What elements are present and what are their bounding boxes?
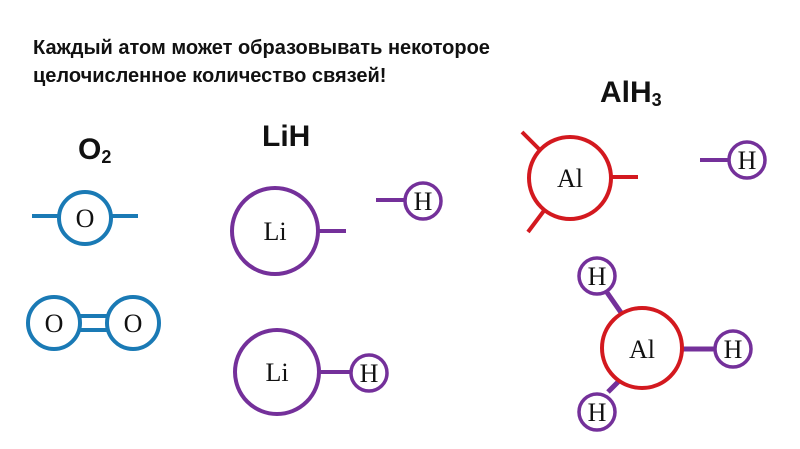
lih-molecule: Li H	[233, 328, 389, 416]
alh3-hydrogen-bottom-circle	[577, 392, 617, 432]
label-o2-main: O	[78, 133, 102, 166]
oxygen-atom-single: O	[32, 190, 138, 246]
aluminum-atom-single: Al	[520, 130, 638, 234]
oxygen-atom-circle	[57, 190, 113, 246]
o2-left-atom-circle	[26, 295, 82, 351]
alh3-aluminum-label: Al	[629, 335, 655, 364]
alh3-hydrogen-top-circle	[577, 256, 617, 296]
label-o2: O2	[78, 133, 111, 167]
diagram-title: Каждый атом может образовывать некоторое…	[33, 34, 490, 90]
label-lih: LiH	[262, 120, 311, 153]
alh3-bond-top	[603, 289, 625, 316]
o2-left-atom-label: O	[45, 309, 64, 338]
alh3-hydrogen-top-label: H	[588, 262, 607, 291]
hydrogen-atom-label-alh3: H	[738, 146, 757, 175]
lih-hydrogen-label: H	[360, 359, 379, 388]
hydrogen-atom-single-lih: H	[376, 181, 443, 221]
lih-lithium-circle	[233, 328, 321, 416]
lithium-atom-single: Li	[230, 186, 346, 276]
oxygen-atom-label: O	[76, 204, 95, 233]
aluminum-bond-stub-lower	[526, 206, 548, 234]
alh3-hydrogen-right-label: H	[724, 335, 743, 364]
o2-right-atom-label: O	[124, 309, 143, 338]
alh3-hydrogen-bottom-label: H	[588, 398, 607, 427]
title-line-1: Каждый атом может образовывать некоторое	[33, 37, 490, 59]
alh3-hydrogen-right-circle	[713, 329, 753, 369]
hydrogen-atom-circle-alh3	[727, 140, 767, 180]
label-alh3: AlH3	[600, 76, 662, 110]
o2-right-atom-circle	[105, 295, 161, 351]
alh3-molecule: Al H H H	[577, 256, 753, 432]
lithium-atom-circle	[230, 186, 320, 276]
aluminum-atom-label: Al	[557, 164, 583, 193]
label-o2-subscript: 2	[101, 147, 112, 167]
o2-molecule: O O	[26, 295, 161, 351]
label-alh3-subscript: 3	[651, 90, 662, 110]
hydrogen-atom-label: H	[414, 187, 433, 216]
alh3-aluminum-circle	[600, 306, 684, 390]
label-alh3-main: AlH	[600, 76, 652, 109]
aluminum-atom-circle	[527, 135, 613, 221]
title-line-2: целочисленное количество связей!	[33, 65, 387, 87]
hydrogen-atom-circle	[403, 181, 443, 221]
hydrogen-atom-single-alh3: H	[700, 140, 767, 180]
aluminum-bond-stub-upper	[520, 130, 542, 152]
lih-lithium-label: Li	[265, 358, 288, 387]
lithium-atom-label: Li	[263, 217, 286, 246]
lih-hydrogen-circle	[349, 353, 389, 393]
